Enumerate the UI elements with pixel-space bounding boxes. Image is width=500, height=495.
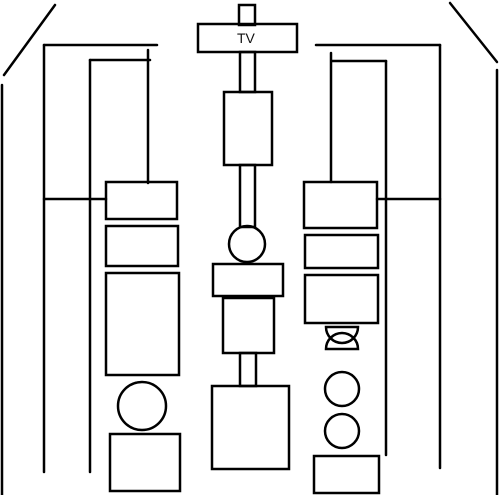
left-box-1 [104, 180, 179, 221]
center-post-3 [238, 351, 258, 388]
right-half-circle-1 [324, 325, 360, 345]
center-box-2 [221, 296, 276, 355]
top-right-diagonal [448, 1, 499, 64]
left-box-3 [104, 271, 181, 377]
left-box-2 [104, 224, 180, 268]
center-tv-column: TV [196, 3, 299, 471]
left-circle [116, 380, 168, 432]
right-base-box [312, 454, 381, 495]
center-post-2 [238, 163, 257, 229]
right-circle-1 [323, 370, 361, 408]
right-bracket [314, 43, 442, 470]
center-circle [227, 224, 267, 264]
right-box-3 [303, 273, 380, 325]
right-speaker-stack [302, 180, 381, 495]
right-box-1 [302, 180, 379, 230]
tv-top-post [237, 3, 257, 27]
left-base-box [108, 432, 182, 493]
center-base-box [210, 384, 291, 471]
center-shelf [211, 262, 285, 298]
left-bracket [42, 43, 159, 474]
center-box-1 [222, 90, 274, 167]
center-post-1 [238, 50, 257, 94]
left-speaker-stack [104, 180, 182, 493]
tv-label: TV [237, 30, 256, 46]
right-box-2 [303, 233, 380, 270]
top-left-diagonal [2, 3, 57, 77]
right-circle-2 [323, 412, 361, 450]
right-half-circle-2 [324, 331, 360, 351]
